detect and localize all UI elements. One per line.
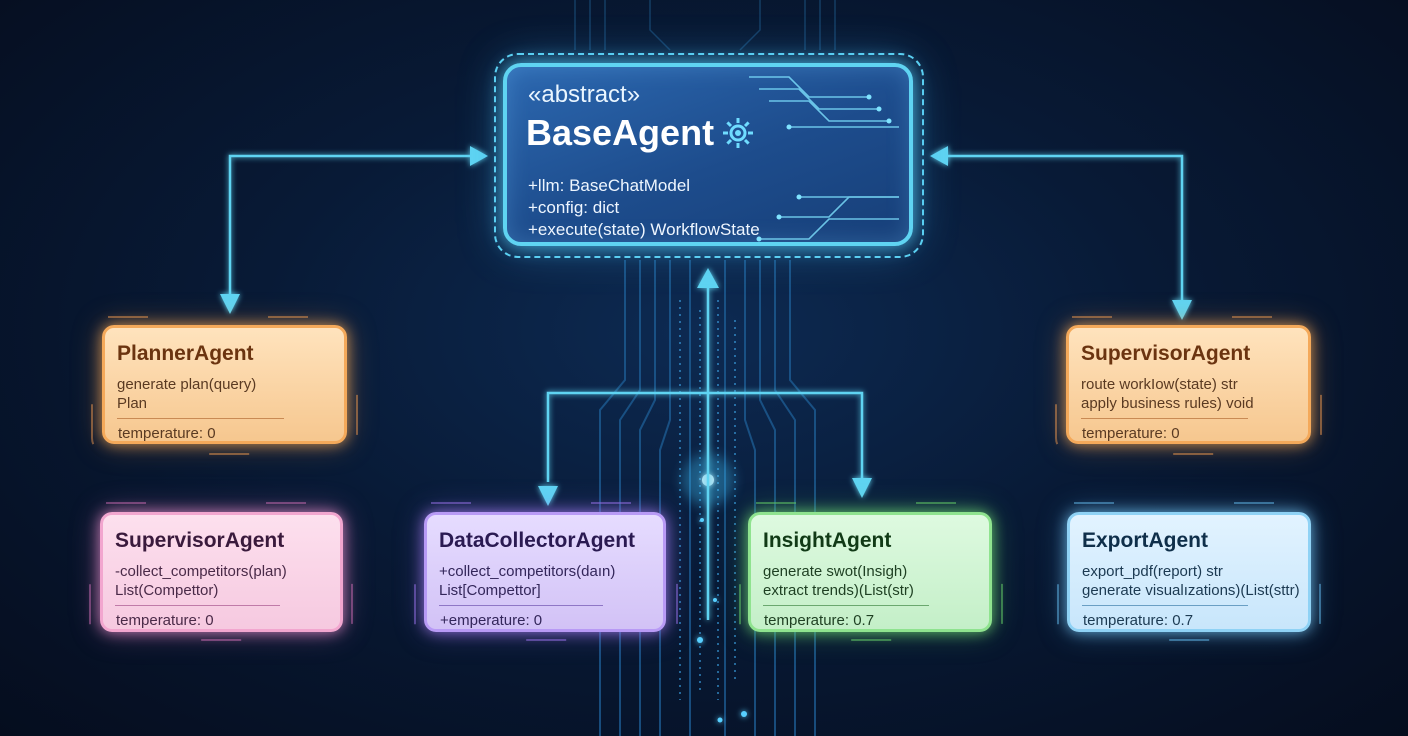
card-method: route workIow(state) str [1081, 376, 1238, 393]
card-method: generate visualızations)(List(sttr) [1082, 582, 1300, 599]
member-llm: +llm: BaseChatModel [528, 176, 691, 195]
card-method: generate plan(query) [117, 376, 257, 393]
card-temperature: temperature: 0 [118, 425, 216, 442]
base-agent-members: +llm: BaseChatModel +config: dict +execu… [528, 175, 760, 241]
export-agent-card[interactable]: ExportAgent export_pdf(report) str gener… [1067, 512, 1311, 632]
card-method: -collect_competitors(plan) [115, 563, 287, 580]
card-method: List(Compettor) [115, 582, 219, 599]
card-temperature: +emperature: 0 [440, 612, 543, 629]
card-temperature: temperature: 0 [116, 612, 214, 629]
card-divider [117, 418, 284, 419]
base-agent-dashed-outline [494, 53, 924, 258]
card-temperature: temperature: 0 [1082, 425, 1180, 442]
card-title: ExportAgent [1082, 529, 1208, 552]
base-agent-title: BaseAgent [526, 112, 756, 154]
card-method: List[Compettor] [439, 582, 541, 599]
member-execute: +execute(state) WorkflowState [528, 220, 760, 239]
base-agent-class-box[interactable]: «abstract» BaseAgent +llm: BaseChatModel… [503, 63, 913, 246]
card-method: apply business rules) void [1081, 395, 1254, 412]
card-title: DataCollectorAgent [439, 529, 636, 552]
card-title: InsightAgent [763, 529, 892, 552]
card-temperature: temperature: 0.7 [1083, 612, 1194, 629]
planner-agent-card[interactable]: PlannerAgent generate plan(query) Plan t… [102, 325, 347, 444]
card-title: SupervisorAgent [115, 529, 285, 552]
base-agent-name: BaseAgent [526, 112, 715, 153]
gear-icon [723, 118, 754, 148]
card-divider [1082, 605, 1248, 606]
supervisor-agent-card-left[interactable]: SupervisorAgent -collect_competitors(pla… [100, 512, 343, 632]
card-divider [763, 605, 929, 606]
card-divider [115, 605, 280, 606]
card-temperature: temperature: 0.7 [764, 612, 875, 629]
card-method: generate swot(Insigh) [763, 563, 908, 580]
card-title: SupervisorAgent [1081, 342, 1251, 365]
stereotype-label: «abstract» [528, 81, 641, 108]
supervisor-agent-card-right[interactable]: SupervisorAgent route workIow(state) str… [1066, 325, 1311, 444]
card-method: extract trends)(List(str) [763, 582, 914, 599]
card-method: Plan [117, 395, 148, 412]
circuit-trace-decoration [749, 76, 899, 242]
card-method: +collect_competitors(daın) [439, 563, 616, 580]
insight-agent-card[interactable]: InsightAgent generate swot(Insigh) extra… [748, 512, 992, 632]
card-title: PlannerAgent [117, 342, 254, 365]
member-config: +config: dict [528, 198, 620, 217]
card-divider [1081, 418, 1248, 419]
datacollector-agent-card[interactable]: DataCollectorAgent +collect_competitors(… [424, 512, 666, 632]
card-method: export_pdf(report) str [1082, 563, 1223, 580]
card-divider [439, 605, 603, 606]
